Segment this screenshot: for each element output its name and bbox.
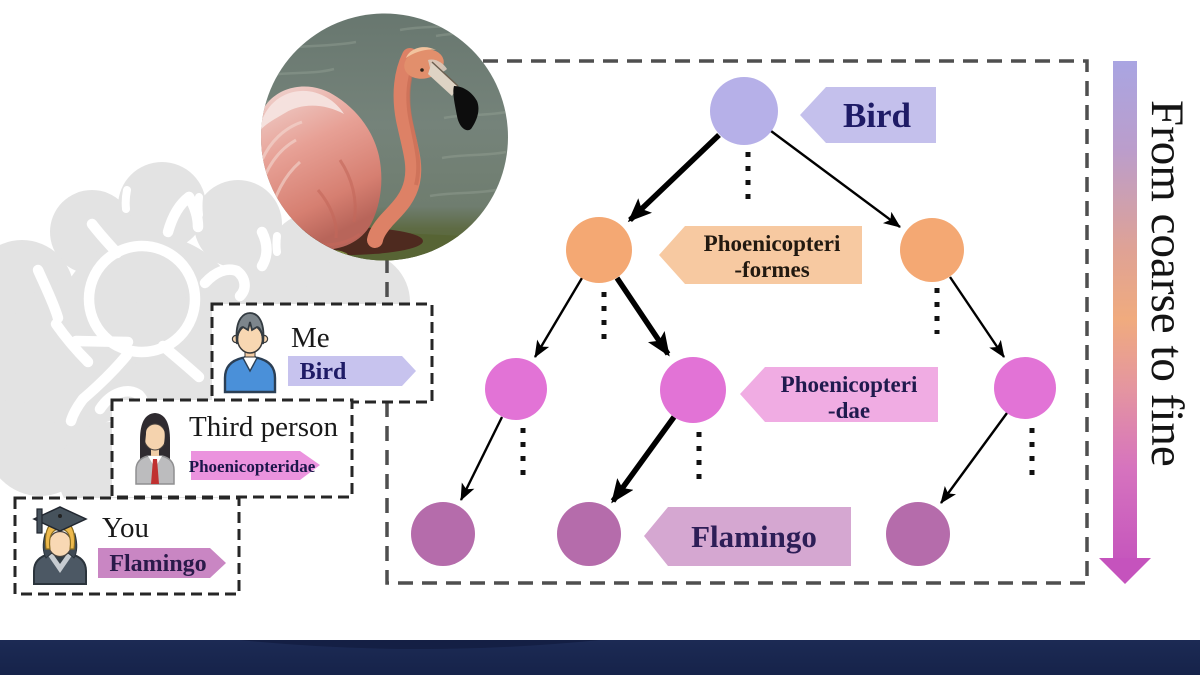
svg-text:-dae: -dae — [828, 398, 870, 423]
svg-text:Bird: Bird — [843, 96, 912, 135]
svg-text:Third person: Third person — [189, 411, 338, 443]
svg-text:-formes: -formes — [734, 257, 809, 282]
svg-text:Me: Me — [291, 322, 330, 354]
svg-text:Flamingo: Flamingo — [691, 519, 817, 554]
svg-text:Bird: Bird — [300, 359, 347, 385]
svg-text:Phoenicopteridae: Phoenicopteridae — [189, 457, 316, 476]
svg-text:You: You — [102, 512, 149, 544]
svg-text:Phoenicopteri: Phoenicopteri — [781, 372, 918, 397]
svg-text:Flamingo: Flamingo — [109, 551, 206, 577]
svg-text:Phoenicopteri: Phoenicopteri — [704, 231, 841, 256]
svg-text:From coarse to fine: From coarse to fine — [1141, 100, 1193, 467]
